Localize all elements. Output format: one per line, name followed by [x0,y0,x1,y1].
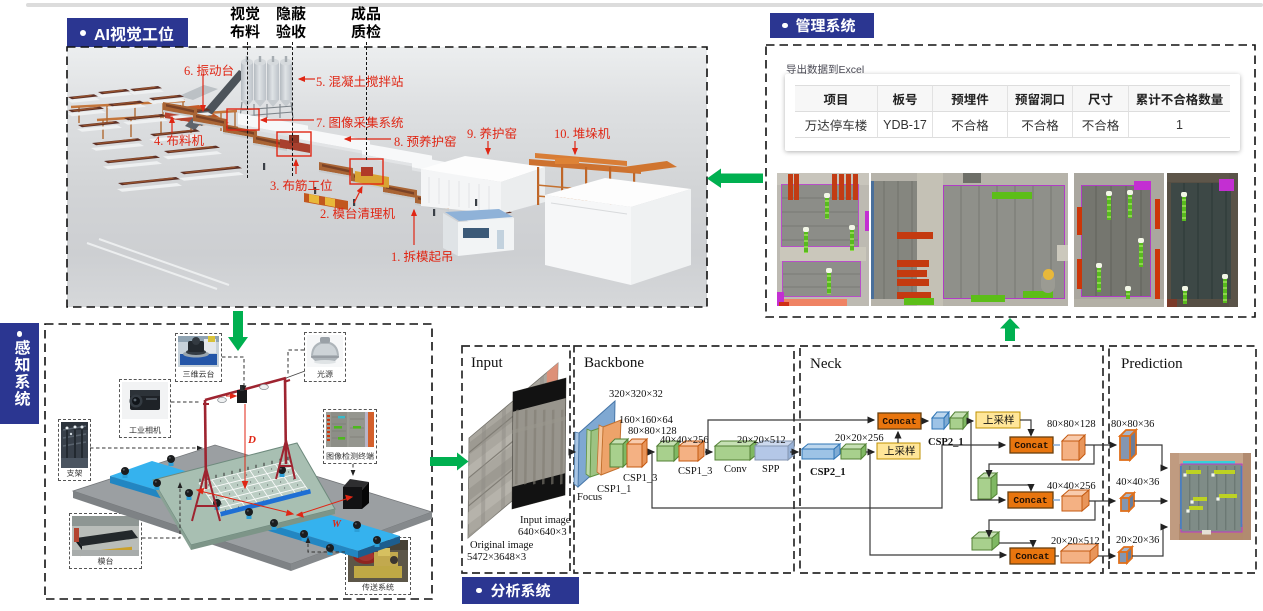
svg-text:160×160×64: 160×160×64 [619,415,674,426]
svg-text:320×320×32: 320×320×32 [609,389,663,400]
svg-text:CSP2_1: CSP2_1 [928,437,964,448]
svg-text:40×40×256: 40×40×256 [660,435,709,446]
svg-text:上采样: 上采样 [884,446,916,458]
svg-text:Input image: Input image [520,515,571,526]
svg-text:D: D [247,434,256,446]
svg-text:20×20×512: 20×20×512 [737,435,786,446]
svg-text:CSP1_1: CSP1_1 [597,484,631,495]
svg-text:40×40×36: 40×40×36 [1116,477,1159,488]
svg-text:Focus: Focus [577,492,602,503]
svg-text:80×80×36: 80×80×36 [1111,419,1154,430]
svg-text:W: W [332,519,342,530]
svg-text:上采样: 上采样 [983,415,1015,427]
svg-text:Concat: Concat [882,416,916,427]
svg-text:CSP1_3: CSP1_3 [678,466,712,477]
svg-text:CSP2_1: CSP2_1 [810,467,846,478]
svg-text:5472×3648×3: 5472×3648×3 [467,552,526,563]
svg-text:Prediction: Prediction [1121,356,1183,372]
svg-text:Concat: Concat [1013,495,1047,506]
svg-text:80×80×128: 80×80×128 [628,426,677,437]
svg-text:Neck: Neck [810,356,842,372]
svg-text:80×80×128: 80×80×128 [1047,419,1096,430]
svg-text:CSP1_3: CSP1_3 [623,473,657,484]
svg-text:40×40×256: 40×40×256 [1047,481,1096,492]
svg-text:Backbone: Backbone [584,355,644,371]
svg-text:SPP: SPP [762,464,780,475]
svg-text:Conv: Conv [724,464,748,475]
svg-text:Input: Input [471,355,503,371]
svg-text:Concat: Concat [1014,440,1048,451]
svg-text:640×640×3: 640×640×3 [518,527,567,538]
svg-text:20×20×512: 20×20×512 [1051,536,1100,547]
svg-text:20×20×256: 20×20×256 [835,433,884,444]
svg-text:20×20×36: 20×20×36 [1116,535,1159,546]
svg-text:Original image: Original image [470,540,534,551]
svg-text:Concat: Concat [1015,551,1049,562]
